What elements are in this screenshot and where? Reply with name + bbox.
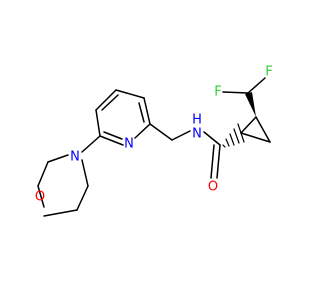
- atom-fluorine-left: F: [214, 85, 221, 100]
- bond: [76, 185, 89, 211]
- morpholine-ring: [37, 154, 89, 217]
- atom-label: N: [70, 150, 80, 165]
- bond: [43, 209, 78, 217]
- bond: [247, 77, 266, 94]
- bond: [95, 89, 117, 111]
- bond: [143, 97, 151, 125]
- solid-wedge-bond: [245, 92, 256, 117]
- bond: [115, 89, 145, 99]
- bond: [216, 144, 221, 179]
- bond: [134, 123, 151, 139]
- atom-label: O: [35, 190, 45, 205]
- atom-label: N: [124, 137, 134, 152]
- hashed-wedge-bond: [222, 123, 245, 148]
- atom-label: O: [208, 180, 218, 195]
- atom-nitrogen-morpholine: N: [70, 150, 80, 165]
- atom-label: F: [214, 85, 221, 100]
- bond: [240, 132, 271, 143]
- atom-nitrogen-pyridine: N: [124, 137, 134, 152]
- bond: [149, 123, 173, 141]
- cyclopropane-ring: [222, 92, 271, 148]
- pyridine-ring: [95, 89, 151, 146]
- molecule-canvas: O N N N H O F F: [35, 65, 273, 217]
- bond: [171, 130, 191, 141]
- bond: [101, 94, 119, 111]
- atom-label: N: [192, 127, 202, 142]
- bond: [222, 91, 249, 94]
- bond: [210, 144, 215, 179]
- atom-oxygen-carbonyl: O: [208, 180, 218, 195]
- molecule-structure-diagram: O N N N H O F F: [35, 65, 273, 217]
- atom-label-hydrogen: H: [192, 113, 202, 128]
- bond: [81, 135, 101, 153]
- bond: [203, 131, 221, 146]
- bond: [240, 116, 257, 134]
- bond: [47, 154, 69, 163]
- atom-oxygen-morpholine: O: [35, 190, 45, 205]
- bond: [81, 159, 89, 187]
- atom-nitrogen-amide: N H: [192, 113, 202, 142]
- atom-fluorine-right: F: [265, 65, 272, 80]
- atom-label: F: [265, 65, 272, 80]
- bond: [138, 102, 145, 123]
- bond: [37, 161, 49, 187]
- bond: [255, 116, 271, 143]
- bond: [99, 135, 124, 146]
- bond: [103, 131, 123, 140]
- bond: [37, 185, 45, 208]
- bond: [95, 109, 101, 137]
